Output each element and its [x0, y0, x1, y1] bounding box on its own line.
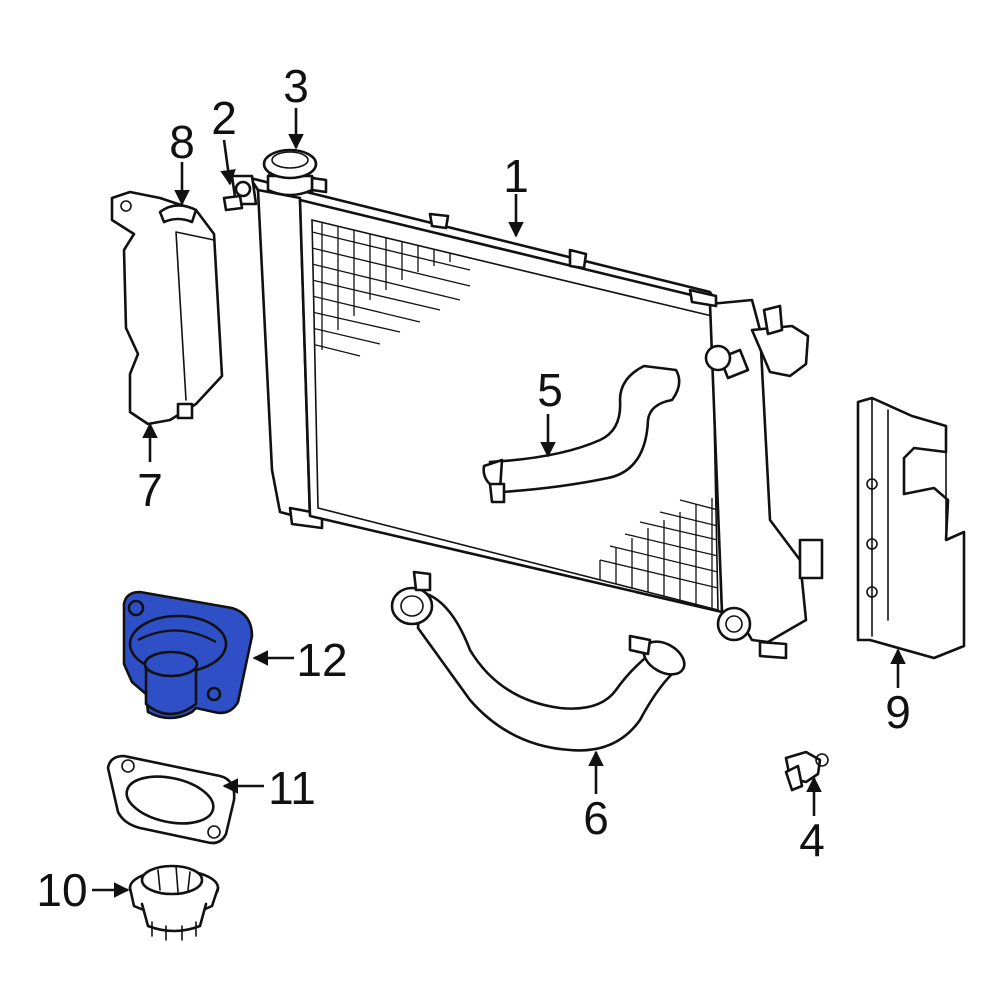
callout-7: 7	[137, 464, 163, 516]
thermostat-housing[interactable]	[122, 590, 254, 720]
thermostat-gasket[interactable]	[106, 754, 236, 845]
callout-2: 2	[211, 92, 237, 144]
lower-radiator-hose[interactable]	[390, 570, 690, 752]
callout-9: 9	[885, 686, 911, 738]
callout-1: 1	[503, 150, 529, 202]
radiator-cap[interactable]	[262, 148, 318, 197]
callout-11: 11	[268, 762, 316, 814]
callout-3: 3	[283, 60, 309, 112]
callout-8: 8	[169, 116, 195, 168]
callout-5: 5	[537, 364, 563, 416]
radiator-core-fins	[312, 220, 718, 610]
leader-lines	[92, 108, 906, 898]
callout-10: 10	[36, 864, 87, 916]
bolt[interactable]	[784, 750, 829, 792]
upper-radiator-hose[interactable]	[482, 364, 681, 504]
shroud-seal-clip[interactable]	[158, 204, 198, 224]
callout-6: 6	[583, 792, 609, 844]
air-deflector[interactable]	[856, 396, 966, 660]
callout-numbers: 1 2 3 4 5 6 7 8 9 10 11 12	[36, 60, 910, 916]
thermostat[interactable]	[128, 864, 220, 941]
side-air-seal[interactable]	[110, 190, 224, 426]
callout-12: 12	[296, 634, 347, 686]
radiator[interactable]	[230, 168, 824, 660]
drain-cock[interactable]	[222, 180, 252, 212]
callout-4: 4	[799, 814, 825, 866]
